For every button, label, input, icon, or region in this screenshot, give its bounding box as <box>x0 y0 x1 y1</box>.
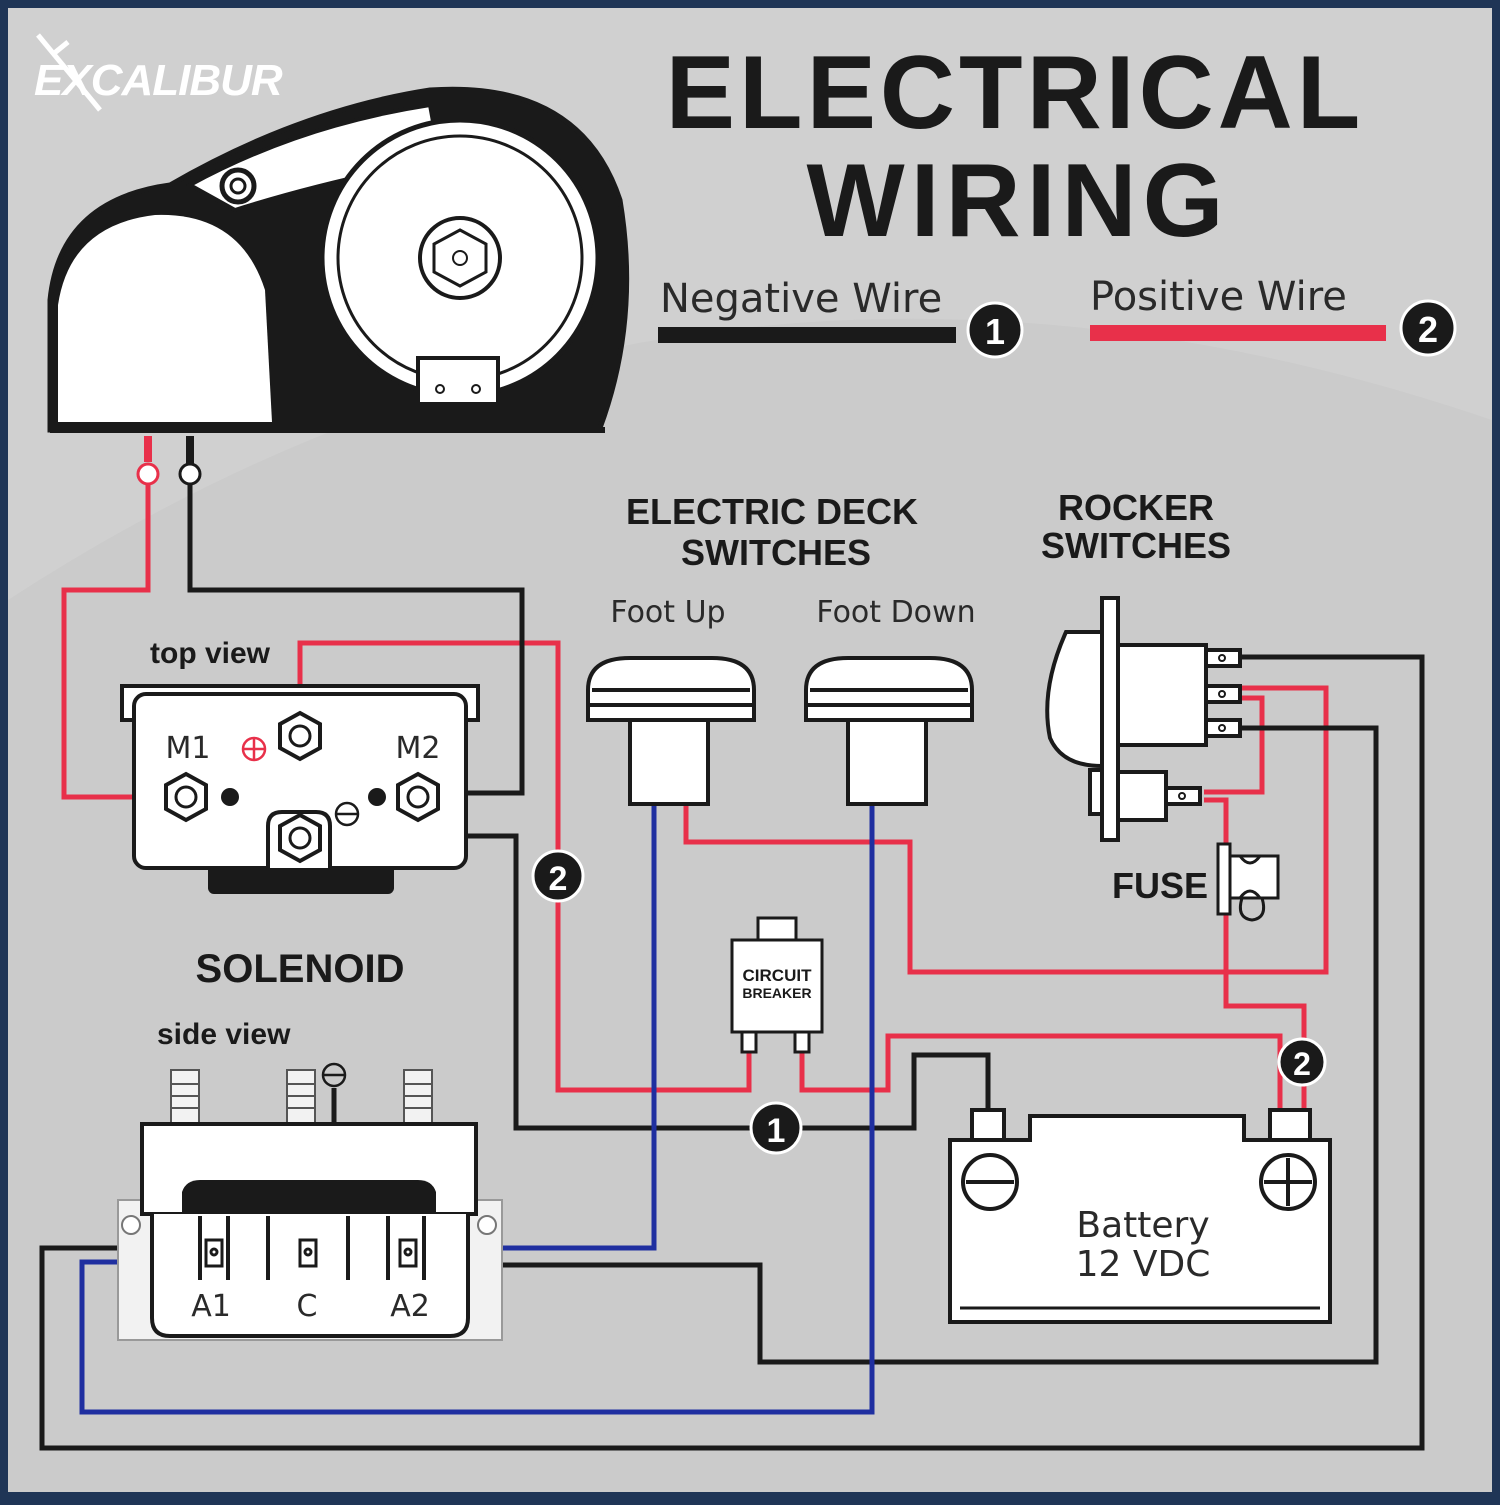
legend-negative-number: 1 <box>985 311 1005 352</box>
plus-icon <box>241 736 267 762</box>
windlass-motor <box>47 86 630 486</box>
logo-text: EXCALIBUR <box>34 56 283 105</box>
deck-switches: ELECTRIC DECK SWITCHES Foot Up Foot Down <box>586 491 976 806</box>
terminal-m1-label: M1 <box>166 731 211 766</box>
foot-up-label: Foot Up <box>610 595 725 630</box>
terminal-m2-label: M2 <box>396 731 441 766</box>
circuit-breaker: CIRCUIT BREAKER <box>730 916 824 1054</box>
red-wire-breaker-to-battery <box>799 1033 1283 1112</box>
legend-positive-label: Positive Wire <box>1090 274 1347 320</box>
legend-positive-number: 2 <box>1418 309 1438 350</box>
terminal-c-label: C <box>297 1289 318 1324</box>
black-wire-rocker-to-a1 <box>39 654 1425 1451</box>
red-wire-deck-common <box>683 685 1329 975</box>
circuit-breaker-line1: CIRCUIT <box>743 966 813 985</box>
fuse: FUSE <box>1112 842 1280 922</box>
title-line1: ELECTRICAL <box>666 35 1365 151</box>
svg-text:2: 2 <box>1293 1046 1311 1082</box>
battery-line1: Battery <box>1076 1205 1209 1246</box>
minus-icon <box>334 801 360 827</box>
legend-positive: Positive Wire 2 <box>1090 274 1457 357</box>
circuit-breaker-line2: BREAKER <box>742 985 811 1001</box>
wires <box>39 480 1425 1451</box>
battery-minus-icon <box>961 1153 1019 1211</box>
svg-text:1: 1 <box>767 1112 786 1150</box>
deck-switches-title-line2: SWITCHES <box>681 532 871 573</box>
black-wire-minus-to-battery <box>318 833 991 1131</box>
foot-up-switch <box>586 656 756 806</box>
terminal-a1-label: A1 <box>191 1289 231 1324</box>
red-wire-rocker-jumper <box>1204 695 1265 795</box>
marker-positive-right: 2 <box>1277 1037 1327 1087</box>
black-wire-motor-to-m2 <box>187 484 525 796</box>
rocker-switches-title-line1: ROCKER <box>1058 487 1214 528</box>
rocker-switches: ROCKER SWITCHES <box>1041 487 1242 842</box>
solenoid-side-view: side view <box>117 1018 503 1341</box>
title-line2: WIRING <box>806 143 1229 259</box>
side-view-label: side view <box>157 1018 291 1051</box>
black-wire-rocker-to-a2 <box>410 725 1379 1365</box>
foot-down-label: Foot Down <box>816 595 975 630</box>
legend-negative-label: Negative Wire <box>660 276 942 322</box>
terminal-a2-label: A2 <box>390 1289 430 1324</box>
rocker-switches-title-line2: SWITCHES <box>1041 525 1231 566</box>
fuse-label: FUSE <box>1112 865 1208 906</box>
excalibur-logo: EXCALIBUR <box>34 33 284 112</box>
side-minus-icon <box>321 1062 347 1088</box>
battery-line2: 12 VDC <box>1076 1244 1211 1285</box>
solenoid-top-view: top view M1 M2 <box>120 637 480 894</box>
battery-plus-icon <box>1259 1153 1317 1211</box>
top-view-label: top view <box>150 637 271 670</box>
battery: Battery 12 VDC <box>948 1108 1332 1324</box>
foot-down-switch <box>804 656 974 806</box>
svg-text:2: 2 <box>549 860 568 898</box>
marker-negative-bottom: 1 <box>749 1101 803 1155</box>
red-wire-motor-to-m1 <box>61 480 166 800</box>
solenoid-title: SOLENOID <box>196 947 405 991</box>
deck-switches-title-line1: ELECTRIC DECK <box>626 491 918 532</box>
marker-positive-left: 2 <box>531 849 585 903</box>
legend-negative: Negative Wire 1 <box>658 276 1024 359</box>
